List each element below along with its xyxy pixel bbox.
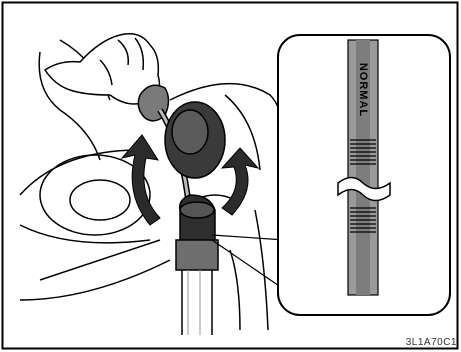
inset-label: NORMAL: [357, 63, 369, 117]
upper-level-marks: [350, 140, 376, 164]
inset-panel: NORMAL: [278, 35, 450, 315]
lower-level-marks: [350, 208, 376, 232]
figure-code: 3L1A70C1: [406, 337, 457, 348]
